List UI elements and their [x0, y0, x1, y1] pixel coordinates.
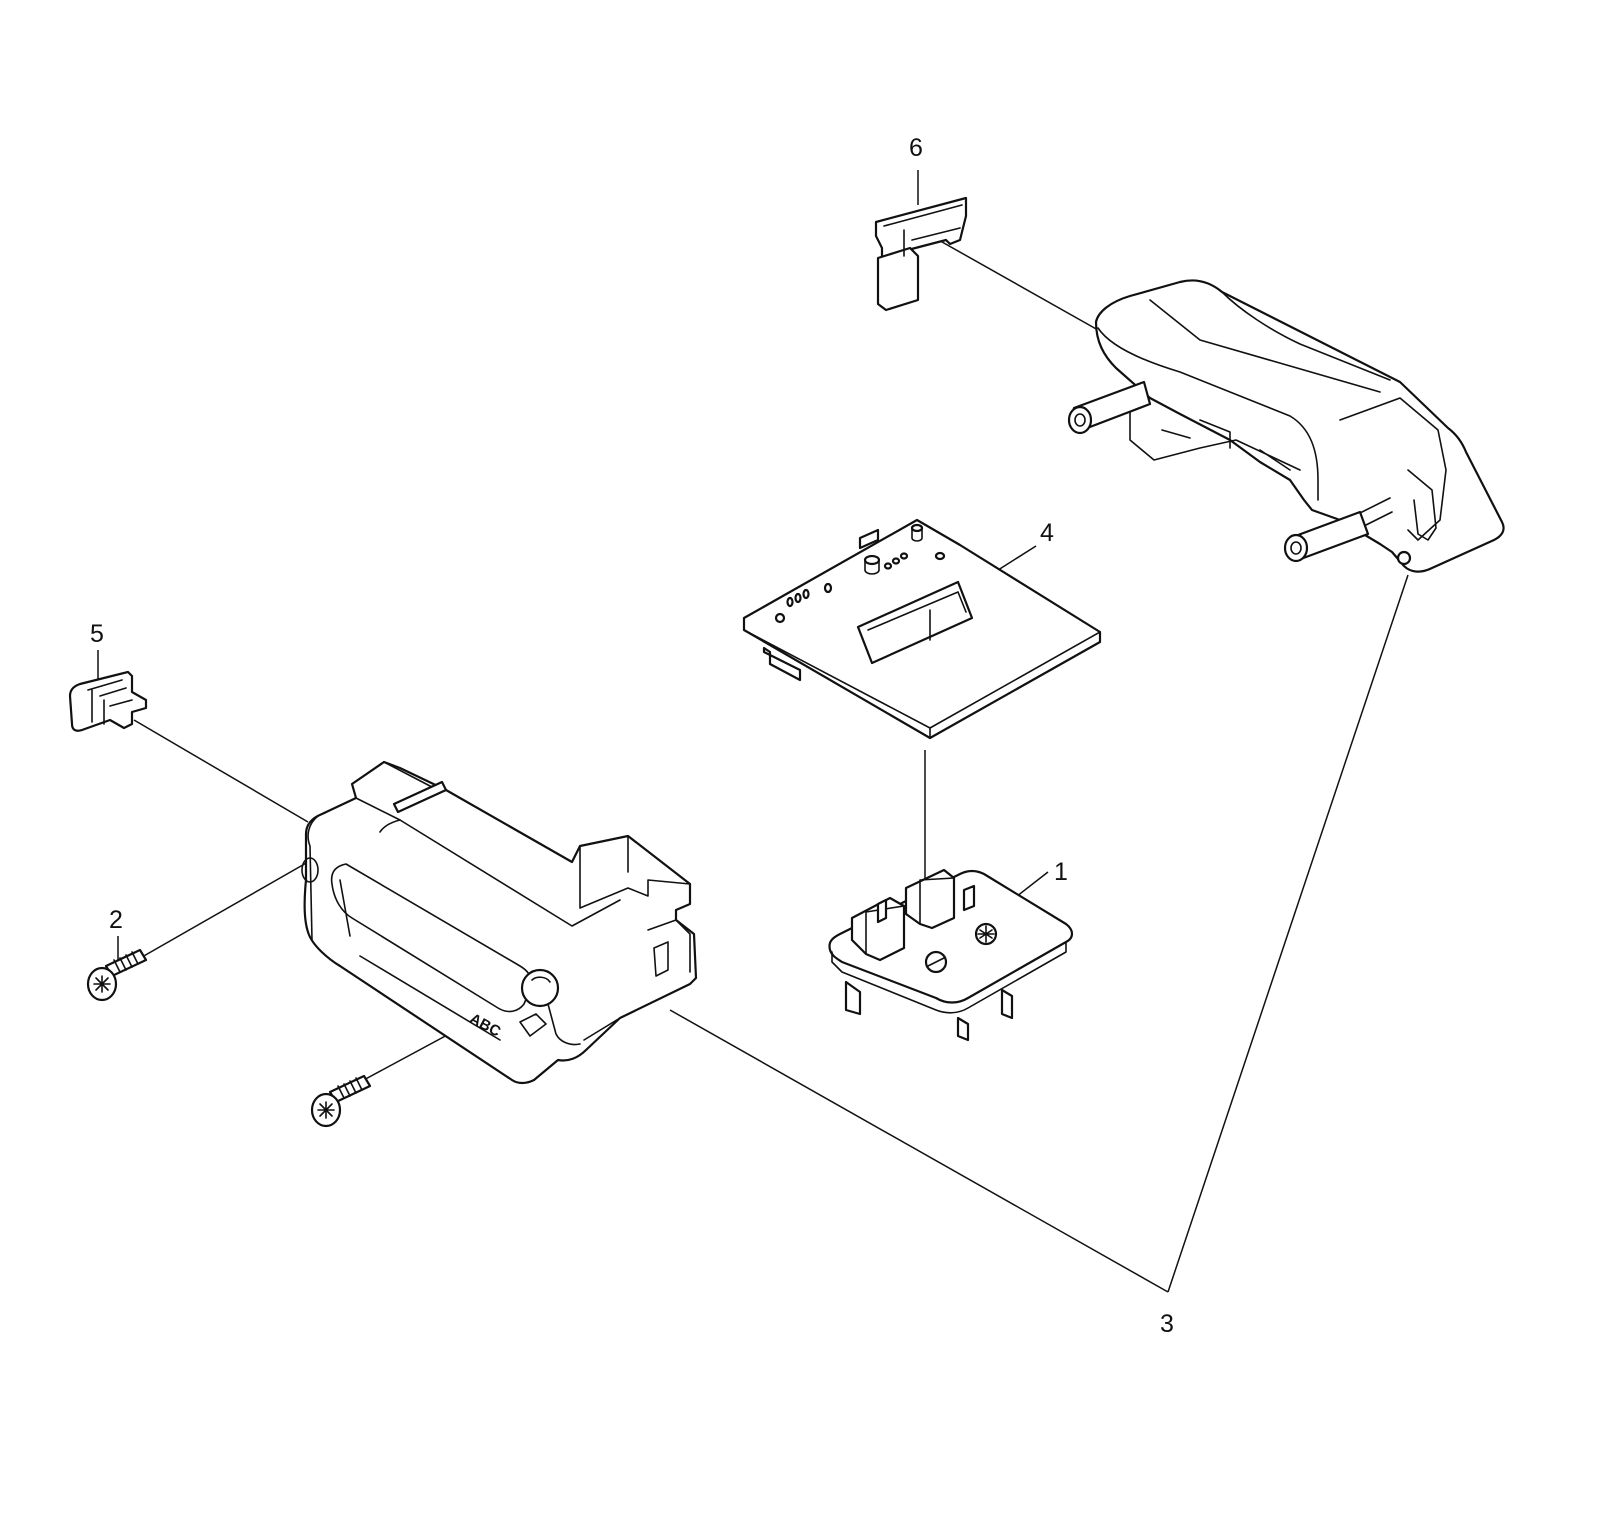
leader-3-to-top-housing	[1167, 574, 1409, 1293]
part-3-top-housing	[1067, 279, 1505, 573]
callout-1: 1	[1054, 858, 1068, 886]
callouts: 6 4 5 1 2 3	[90, 134, 1174, 1338]
part-4-circuit-board	[742, 518, 1102, 740]
callout-2: 2	[109, 906, 123, 934]
part-6-clip	[874, 196, 968, 312]
part-2-screw	[86, 948, 148, 1002]
leader-3-to-bottom-housing	[669, 1009, 1169, 1293]
callout-3: 3	[1160, 1310, 1174, 1338]
leader-2-to-bottom-housing	[141, 861, 309, 958]
leader-6-to-top-housing	[934, 237, 1099, 331]
callout-5: 5	[90, 620, 104, 648]
screw-lower	[310, 1074, 372, 1128]
part-3-bottom-housing: ABC	[301, 760, 698, 1085]
leader-5-to-bottom-housing	[133, 719, 309, 823]
part-1-terminal-board	[828, 868, 1074, 1042]
leader-lines	[97, 170, 1409, 1293]
callout-6: 6	[909, 134, 923, 162]
callout-4: 4	[1040, 519, 1054, 547]
callout-tick-4	[994, 545, 1037, 573]
part-5-side-clip	[68, 670, 148, 732]
